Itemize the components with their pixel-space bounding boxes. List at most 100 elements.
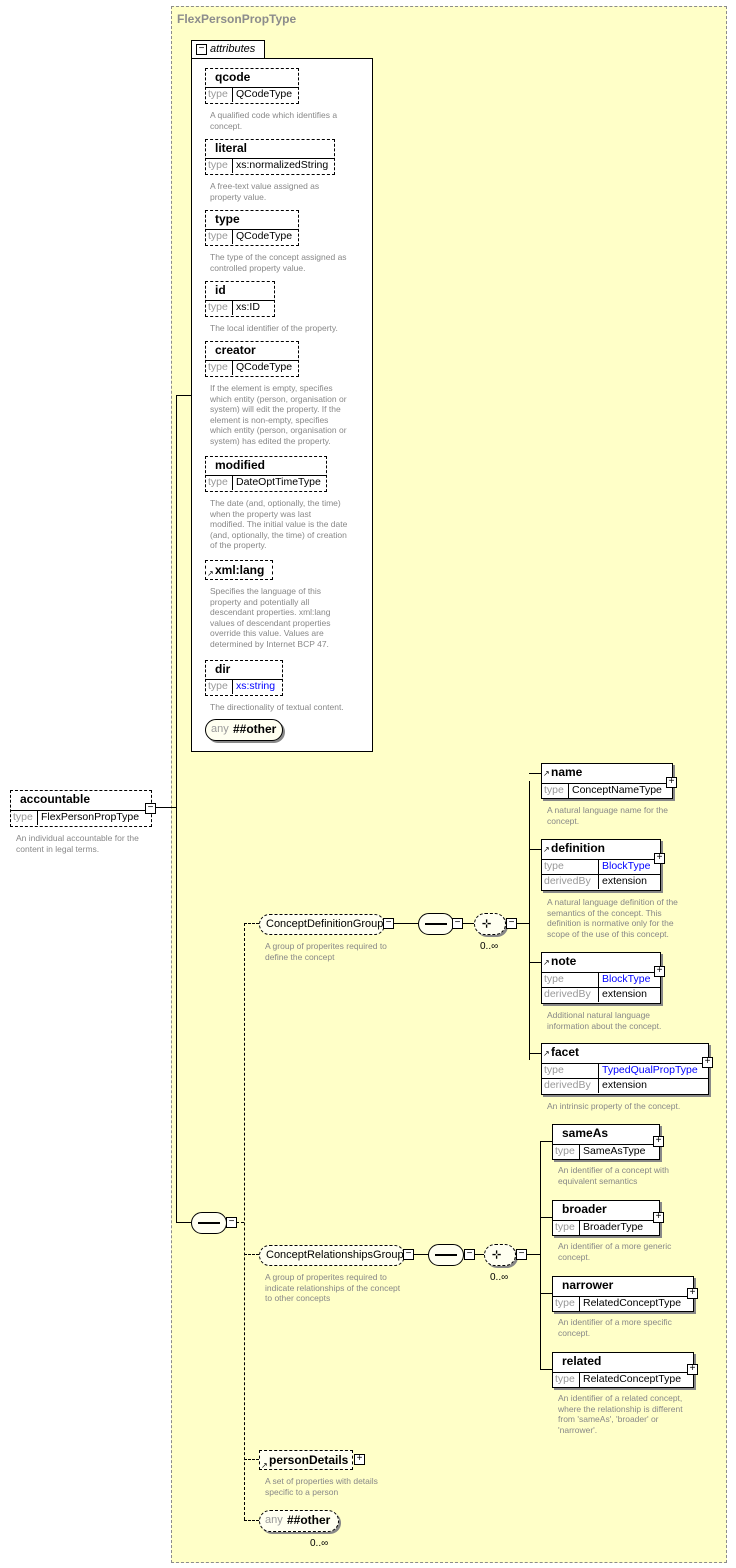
desc-line: 'narrower'.: [558, 1424, 598, 1435]
main-sequence-compositor[interactable]: [191, 1212, 227, 1234]
connector: [526, 1254, 540, 1255]
attribute-any-other[interactable]: any ##other: [205, 719, 283, 741]
relationships-choice-compositor[interactable]: ⊹: [484, 1244, 516, 1266]
element-name: sameAs: [562, 1126, 609, 1140]
collapse-attributes-icon[interactable]: −: [196, 44, 207, 55]
collapse-relationships-group-icon[interactable]: −: [403, 1249, 414, 1260]
desc-line: An identifier of a more specific: [558, 1317, 672, 1327]
complex-type-title: FlexPersonPropType: [177, 12, 297, 26]
desc-line: from 'sameAs', 'broader' or: [558, 1414, 659, 1424]
element-type-value: BroaderType: [579, 1221, 643, 1235]
connector: [244, 1520, 259, 1521]
type-label: type: [208, 301, 228, 313]
definition-sequence-compositor[interactable]: [418, 913, 454, 935]
connector: [529, 773, 541, 774]
element-name: narrower: [562, 1278, 614, 1292]
expand-facet-icon[interactable]: +: [702, 1057, 713, 1068]
concept-relationships-group[interactable]: ConceptRelationshipsGroup: [259, 1245, 405, 1266]
relationships-sequence-compositor[interactable]: [428, 1244, 464, 1266]
desc-line: property value.: [210, 191, 267, 202]
type-label: type: [544, 784, 564, 796]
element-type-value: SameAsType: [579, 1145, 645, 1159]
expand-related-icon[interactable]: +: [687, 1364, 698, 1375]
attribute-name: qcode: [215, 70, 251, 84]
any-namespace: ##other: [287, 1513, 331, 1527]
desc-line: determined by Internet BCP 47.: [210, 638, 329, 649]
attribute-xml-lang[interactable]: xml:lang↗: [205, 560, 273, 580]
desc-line: system) has edited the property.: [210, 435, 331, 446]
desc-line: A free-text value assigned as: [210, 181, 320, 191]
collapse-root-icon[interactable]: −: [145, 803, 156, 814]
reference-arrow-icon: ↗: [543, 1049, 550, 1058]
desc-line: concept.: [547, 815, 580, 826]
element-any-other[interactable]: any ##other: [259, 1510, 339, 1532]
connector: [155, 807, 177, 808]
desc-line: The local identifier of the property.: [210, 323, 338, 333]
reference-arrow-icon: ↗: [543, 845, 550, 854]
element-type-value: BlockType: [598, 973, 650, 987]
definition-choice-compositor[interactable]: ⊹: [474, 913, 506, 935]
desc-line: information about the concept.: [547, 1020, 662, 1031]
expand-note-icon[interactable]: +: [654, 966, 665, 977]
type-label: type: [208, 361, 228, 373]
desc-line: A group of properites required to: [265, 1272, 387, 1282]
person-details-element[interactable]: personDetails ↗: [259, 1450, 353, 1470]
type-label: type: [208, 230, 228, 242]
expand-definition-icon[interactable]: +: [654, 853, 665, 864]
attribute-type-value: QCodeType: [232, 88, 292, 102]
expand-broader-icon[interactable]: +: [653, 1212, 664, 1223]
expand-name-icon[interactable]: +: [666, 777, 677, 788]
connector: [529, 962, 541, 963]
choice-icon: ⊹: [482, 918, 492, 930]
attribute-type-value: xs:string: [232, 680, 275, 694]
desc-line: concept.: [558, 1327, 591, 1338]
desc-line: (and, optionally, the time) of creation: [210, 529, 347, 540]
element-name: name: [551, 765, 583, 779]
group-name: ConceptRelationshipsGroup: [266, 1249, 404, 1261]
attributes-label: attributes: [210, 43, 256, 55]
desc-line: concept.: [210, 120, 243, 131]
desc-line: Additional natural language: [547, 1010, 651, 1020]
connector: [176, 1222, 191, 1223]
expand-narrower-icon[interactable]: +: [687, 1288, 698, 1299]
desc-line: equivalent semantics: [558, 1175, 638, 1186]
collapse-definition-group-icon[interactable]: −: [383, 918, 394, 929]
root-description: An individual accountable for the conten…: [16, 833, 139, 854]
relationships-group-description: A group of properites required to indica…: [265, 1272, 400, 1304]
concept-definition-group[interactable]: ConceptDefinitionGroup: [259, 914, 385, 935]
sequence-icon: [435, 1254, 457, 1256]
desc-line: to other concepts: [265, 1293, 331, 1303]
root-element-accountable[interactable]: accountable type FlexPersonPropType: [10, 790, 152, 827]
desc-line: A natural language name for the: [547, 805, 668, 815]
desc-line: values of descendant properties: [210, 617, 331, 628]
desc-line: where the relationship is different: [558, 1403, 683, 1414]
desc-line: An identifier of a concept with: [558, 1165, 670, 1175]
expand-sameAs-icon[interactable]: +: [653, 1136, 664, 1147]
expand-person-details-icon[interactable]: +: [354, 1454, 365, 1465]
attribute-type-value: xs:ID: [232, 301, 260, 315]
choice-icon: ⊹: [492, 1249, 502, 1261]
attribute-type-value: xs:normalizedString: [232, 159, 328, 173]
desc-line: A group of properites required to: [265, 941, 387, 951]
